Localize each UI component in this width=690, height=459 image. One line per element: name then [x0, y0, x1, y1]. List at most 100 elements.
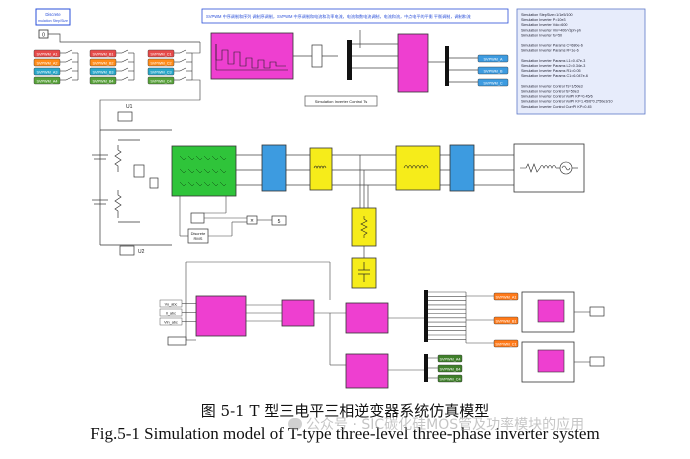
- gate-tag-svpwm_c1: SVPWM_C1: [147, 49, 175, 58]
- param-line: Simulation Inverter Control Ts=1/50e3: [521, 84, 583, 88]
- gate-tag-svpwm_b2: SVPWM_B2: [89, 58, 117, 67]
- pwm-tag-svpwm_b1: SVPWM_B1: [493, 316, 519, 325]
- scope-block-lower[interactable]: [167, 336, 187, 346]
- param-line: Simulation Inverter P=10e3: [521, 18, 566, 22]
- input-tag-label: Vin_abc: [164, 320, 178, 324]
- svpwm-selector-block[interactable]: [397, 33, 429, 93]
- gate-tag-svpwm_a3: SVPWM_A3: [33, 67, 61, 76]
- parameter-panel: [516, 8, 646, 115]
- watermark-text: 公众号 · SIC碳化硅MOS管及功率模块的应用: [306, 417, 585, 433]
- input-tag-vin_abc: Vin_abc: [159, 317, 196, 326]
- gate-tag-svpwm_c3-label: SVPWM_C3: [150, 70, 171, 74]
- pwm-tag-svpwm_c4: SVPWM_C4: [437, 374, 463, 383]
- pwm-tag-svpwm_b4-label: SVPWM_B4: [439, 367, 460, 371]
- constant-value: 0: [42, 33, 45, 39]
- pwm-fan-out: [428, 291, 494, 379]
- inductor-filter-l2[interactable]: [395, 145, 441, 191]
- input-tag-il_abc: Il_abc: [159, 308, 196, 317]
- pwm-tag-svpwm_b1-label: SVPWM_B1: [495, 319, 516, 323]
- gate-tag-svpwm_b1-label: SVPWM_B1: [92, 52, 113, 56]
- gate-tag-svpwm_b2-label: SVPWM_B2: [92, 61, 113, 65]
- svpwm-generator-block[interactable]: [345, 302, 389, 334]
- current-sensor-block[interactable]: [190, 212, 205, 224]
- u2-label: U2: [138, 249, 145, 255]
- gate-tag-svpwm_b3: SVPWM_B3: [89, 67, 117, 76]
- gate-tag-svpwm_a2-label: SVPWM_A2: [36, 61, 57, 65]
- dc-source-network: [92, 129, 172, 246]
- parameter-list: Simulation StepSize=1/1e5/100Simulation …: [521, 13, 613, 109]
- param-line: Simulation Inverter Control VolPI KP=0.4…: [521, 95, 593, 99]
- out-tag-svpwm_a-label: SVPWM_A: [484, 57, 503, 61]
- mux-bar-3: [424, 354, 428, 382]
- caption-english: Fig.5-1 Simulation model of T-type three…: [90, 424, 600, 443]
- input-tag-vo_abc: Vo_abc: [159, 299, 196, 308]
- wechat-icon: [288, 418, 302, 430]
- sim-control-block[interactable]: [304, 95, 378, 107]
- display-block[interactable]: [271, 215, 287, 226]
- mux-bar-1: [347, 40, 352, 80]
- pwm-tag-svpwm_c1: SVPWM_C1: [493, 339, 519, 348]
- pwm-tag-svpwm_c1-label: SVPWM_C1: [495, 342, 516, 346]
- gate-tag-svpwm_a4-label: SVPWM_A4: [36, 79, 57, 83]
- damping-resistor-block[interactable]: [351, 207, 377, 247]
- gate-tag-svpwm_b3-label: SVPWM_B3: [92, 70, 113, 74]
- voltage-scope-u1[interactable]: [117, 111, 133, 122]
- param-line: Simulation Inverter Params L2=0.34e-3: [521, 64, 585, 68]
- rms-label-2: RMS: [194, 236, 203, 241]
- param-line: Simulation Inverter fo=50: [521, 33, 562, 37]
- out-tag-svpwm_b-label: SVPWM_B: [484, 69, 503, 73]
- annotation-text: SVPWM 中序调制和序列 调制序调制，SVPWM 中序调制和电流和功率电流，电…: [206, 13, 471, 19]
- pwm-tag-svpwm_c4-label: SVPWM_C4: [439, 377, 460, 381]
- mux-bar-2: [424, 290, 428, 342]
- constant-block[interactable]: 0: [38, 29, 49, 39]
- terminator-2[interactable]: [589, 356, 605, 367]
- terminator-1[interactable]: [589, 306, 605, 317]
- scope-block[interactable]: [311, 44, 323, 68]
- scope-inner-1: [537, 299, 565, 323]
- discrete-sublabel: mulation Step/Size: [38, 19, 68, 23]
- pwm-tag-svpwm_a1: SVPWM_A1: [493, 292, 519, 301]
- param-line: Simulation Inverter Control CurrPI KP=0.…: [521, 105, 592, 109]
- voltage-scope-u2[interactable]: [119, 245, 135, 256]
- discrete-powergui-block[interactable]: Discrete mulation Step/Size: [35, 8, 71, 26]
- param-line: Simulation Inverter Params R1=0.05: [521, 69, 581, 73]
- gate-tag-svpwm_a4: SVPWM_A4: [33, 76, 61, 85]
- simulink-diagram: Discrete mulation Step/Size 0 SVPWM_A1SV…: [33, 8, 646, 389]
- svpwm-output-tags: SVPWM_A SVPWM_B SVPWM_C: [477, 54, 509, 87]
- svpwm-generator-block-2[interactable]: [345, 353, 389, 389]
- out-tag-svpwm_b: SVPWM_B: [477, 66, 509, 75]
- pwm-tag-svpwm_a1-label: SVPWM_A1: [495, 295, 516, 299]
- gate-tag-svpwm_a1-label: SVPWM_A1: [36, 52, 57, 56]
- out-tag-svpwm_a: SVPWM_A: [477, 54, 509, 63]
- param-line: Simulation Inverter Params R=1e-6: [521, 49, 579, 53]
- gate-tag-svpwm_c2: SVPWM_C2: [147, 58, 175, 67]
- display-value: 5: [278, 219, 281, 225]
- gate-tag-svpwm_a1: SVPWM_A1: [33, 49, 61, 58]
- discrete-label: Discrete: [45, 12, 61, 17]
- watermark: 公众号 · SIC碳化硅MOS管及功率模块的应用: [288, 414, 584, 434]
- measurement-block-2[interactable]: [449, 144, 475, 192]
- t-type-bridge-block[interactable]: [171, 145, 237, 197]
- param-line: Simulation Inverter Vdc=600: [521, 23, 567, 27]
- svpwm-modulation-block[interactable]: [210, 32, 294, 80]
- input-tag-label: Il_abc: [166, 311, 176, 315]
- sim-control-label: Simulation Inverter Control Ts: [315, 99, 367, 104]
- measurement-block-1[interactable]: [261, 144, 287, 192]
- pwm-tag-svpwm_a4: SVPWM_A4: [437, 354, 463, 363]
- gate-tag-svpwm_c4-label: SVPWM_C4: [150, 79, 171, 83]
- pwm-tag-svpwm_b4: SVPWM_B4: [437, 364, 463, 373]
- caption-chinese: 图 5-1 T 型三电平三相逆变器系统仿真模型: [200, 402, 490, 420]
- inductor-filter-l1[interactable]: [309, 147, 333, 191]
- param-line: Simulation Inverter Params C=680e-6: [521, 44, 583, 48]
- pi-controller-block[interactable]: [281, 299, 315, 327]
- out-tag-svpwm_c: SVPWM_C: [477, 78, 509, 87]
- abc-dq-transform-block[interactable]: [195, 295, 247, 337]
- param-line: Simulation Inverter Vin=400/√3ph-ph: [521, 28, 581, 32]
- gate-tag-svpwm_c4: SVPWM_C4: [147, 76, 175, 85]
- u1-label: U1: [126, 104, 133, 110]
- out-tag-svpwm_c-label: SVPWM_C: [483, 81, 502, 85]
